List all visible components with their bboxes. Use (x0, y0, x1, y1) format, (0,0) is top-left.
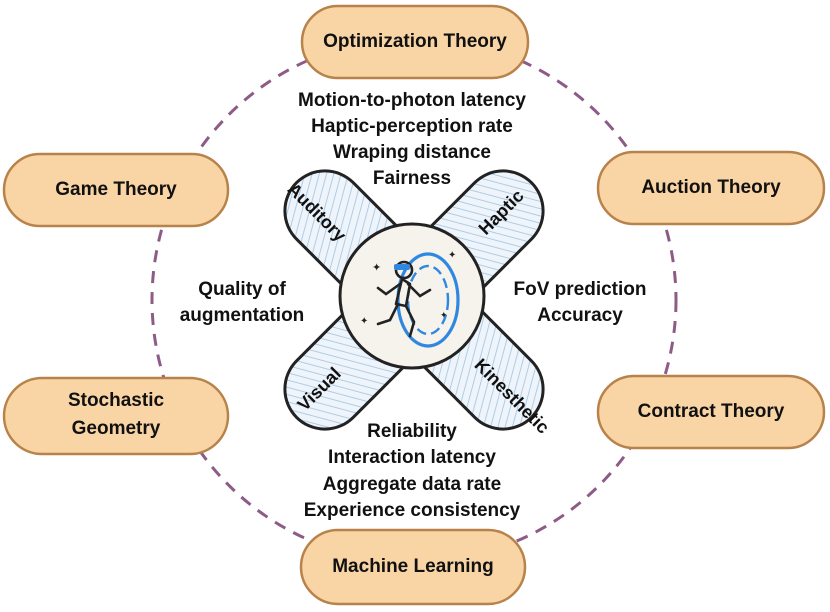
metrics-top: Motion-to-photon latency Haptic-percepti… (298, 90, 526, 189)
metric-haptic-perception-rate: Haptic-perception rate (311, 116, 513, 137)
pill-optimization-theory: Optimization Theory (300, 4, 530, 80)
svg-text:✦: ✦ (440, 311, 448, 321)
metrics-left: Quality of augmentation (180, 279, 305, 326)
metric-accuracy: Accuracy (537, 305, 623, 326)
svg-text:✦: ✦ (372, 261, 381, 274)
pill-label-machine-learning: Machine Learning (332, 556, 494, 577)
pill-label-optimization: Optimization Theory (323, 31, 507, 52)
metric-quality-of: Quality of (198, 279, 286, 300)
xr-user-immersion-icon: ✦ ✦ ✦ ✦ (338, 222, 486, 370)
metric-augmentation: augmentation (180, 305, 305, 326)
metrics-bottom: Reliability Interaction latency Aggregat… (304, 421, 521, 521)
svg-text:✦: ✦ (360, 316, 368, 327)
metric-aggregate-data-rate: Aggregate data rate (323, 474, 501, 495)
pill-stochastic-geometry: Stochastic Geometry (2, 376, 230, 456)
pill-label-game: Game Theory (55, 179, 177, 200)
metric-interaction-latency: Interaction latency (328, 447, 496, 468)
metric-experience-consistency: Experience consistency (304, 500, 521, 521)
metric-fairness: Fairness (373, 168, 451, 189)
dashed-ring (150, 36, 678, 564)
metric-wraping-distance: Wraping distance (333, 142, 491, 163)
metric-fov-prediction: FoV prediction (514, 279, 647, 300)
pill-label-stochastic-line1: Stochastic (68, 390, 165, 411)
svg-text:✦: ✦ (448, 250, 456, 261)
metrics-right: FoV prediction Accuracy (514, 279, 647, 326)
pill-machine-learning: Machine Learning (299, 528, 527, 606)
pill-label-stochastic-line2: Geometry (72, 418, 161, 439)
pill-game-theory: Game Theory (2, 152, 230, 228)
metric-motion-to-photon-latency: Motion-to-photon latency (298, 90, 526, 111)
pill-auction-theory: Auction Theory (596, 150, 826, 226)
pill-label-contract: Contract Theory (638, 401, 785, 422)
pill-contract-theory: Contract Theory (596, 374, 826, 450)
metric-reliability: Reliability (367, 421, 457, 442)
pill-label-auction: Auction Theory (641, 177, 781, 198)
